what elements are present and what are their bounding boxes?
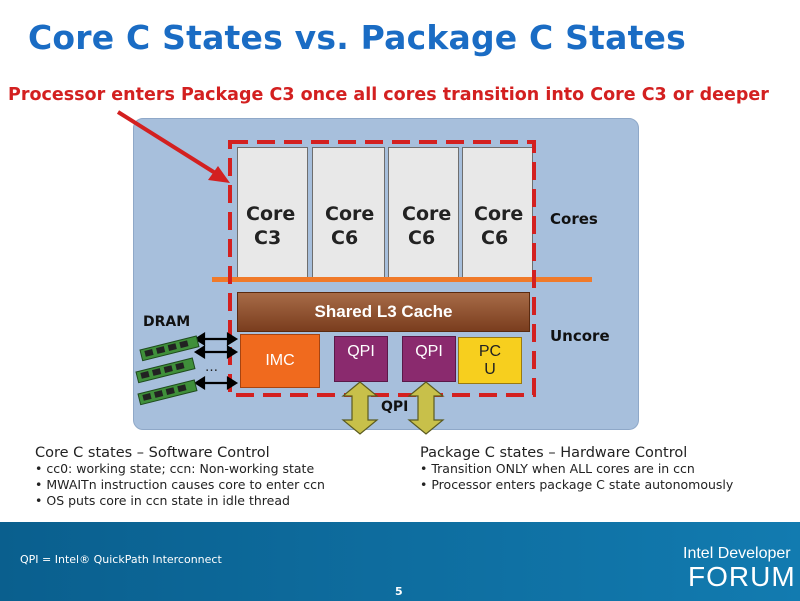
brand-line-1: Intel Developer: [683, 545, 791, 562]
package-boundary: [228, 140, 536, 397]
core-box-4: Core C6: [462, 147, 533, 278]
dram-link-arrows: [193, 332, 239, 390]
pcu-label-line2: U: [484, 360, 496, 378]
core-1-state: C3: [254, 227, 282, 249]
list-item: • OS puts core in ccn state in idle thre…: [35, 493, 290, 508]
dram-ellipsis: …: [205, 360, 218, 375]
qpi-block-1: QPI: [334, 336, 388, 382]
imc-label: IMC: [265, 352, 295, 369]
page-number: 5: [395, 585, 403, 598]
core-box-3: Core C6: [388, 147, 459, 278]
l3-label: Shared L3 Cache: [314, 302, 453, 321]
pcu-block: PC U: [458, 337, 522, 384]
callout-arrow: [116, 110, 230, 183]
core-3-label: Core: [402, 203, 452, 225]
qpi-2-label: QPI: [415, 343, 443, 360]
uncore-label: Uncore: [550, 327, 610, 345]
slide-subtitle: Processor enters Package C3 once all cor…: [8, 85, 769, 105]
list-item: • cc0: working state; ccn: Non-working s…: [35, 461, 315, 476]
brand-line-2: FORUM: [688, 561, 796, 592]
slide-title: Core C States vs. Package C States: [28, 18, 686, 57]
list-item: • Transition ONLY when ALL cores are in …: [420, 461, 695, 476]
core-1-label: Core: [246, 203, 296, 225]
cores-label: Cores: [550, 210, 598, 228]
core-2-state: C6: [331, 227, 359, 249]
qpi-block-2: QPI: [402, 336, 456, 382]
footer-note: QPI = Intel® QuickPath Interconnect: [20, 553, 222, 566]
footer-bar: [0, 522, 800, 601]
qpi-link-arrow-2: [407, 381, 445, 435]
package-c-states-heading: Package C states – Hardware Control: [420, 445, 688, 461]
core-box-1: Core C3: [237, 147, 308, 278]
dram-label: DRAM: [143, 314, 191, 330]
package-c-states-section: Package C states – Hardware Control • Tr…: [420, 445, 733, 493]
pcu-label-line1: PC: [478, 342, 502, 360]
list-item: • Processor enters package C state auton…: [420, 477, 734, 492]
shared-l3-cache: Shared L3 Cache: [237, 292, 530, 332]
qpi-link-label: QPI: [381, 399, 409, 415]
imc-block: IMC: [240, 334, 320, 388]
core-uncore-separator: [212, 277, 592, 282]
qpi-1-label: QPI: [347, 343, 375, 360]
qpi-link-arrow-1: [341, 381, 379, 435]
core-4-state: C6: [481, 227, 509, 249]
core-box-2: Core C6: [312, 147, 385, 278]
core-c-states-heading: Core C states – Software Control: [35, 445, 270, 461]
dram-modules-icon: [135, 335, 200, 406]
core-3-state: C6: [408, 227, 436, 249]
core-c-states-section: Core C states – Software Control • cc0: …: [35, 445, 325, 509]
list-item: • MWAITn instruction causes core to ente…: [35, 477, 325, 492]
core-4-label: Core: [474, 203, 524, 225]
core-2-label: Core: [325, 203, 375, 225]
